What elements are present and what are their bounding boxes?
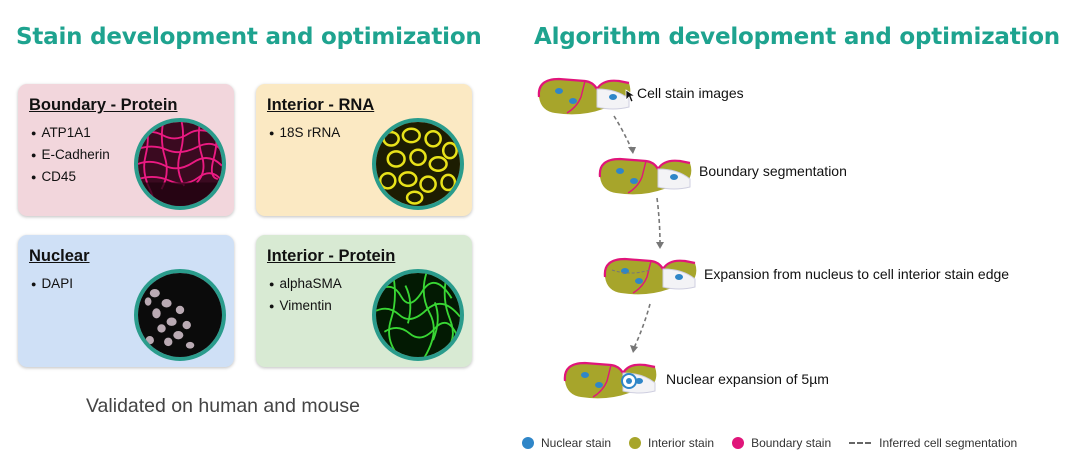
card-boundary-protein: Boundary - Protein ATP1A1 E-Cadherin CD4… (18, 84, 234, 216)
stain-item: E-Cadherin (31, 144, 109, 166)
stain-item: DAPI (31, 273, 73, 295)
card-interior-rna: Interior - RNA 18S rRNA (256, 84, 472, 216)
mouse-cursor-icon (625, 89, 635, 103)
legend-label: Interior stain (648, 436, 715, 450)
card-title: Interior - RNA (267, 96, 375, 114)
step-nuclear-expansion: Nuclear expansion of 5µm (666, 371, 829, 387)
dashed-line-icon (849, 442, 872, 444)
stain-item: ATP1A1 (31, 122, 110, 144)
interior-stain-swatch-icon (629, 437, 642, 449)
expansion-graphic (603, 257, 698, 296)
stain-list: DAPI (31, 273, 73, 295)
legend: Nuclear stain Interior stain Boundary st… (522, 436, 1035, 450)
legend-item-inferred: Inferred cell segmentation (849, 436, 1017, 450)
card-nuclear: Nuclear DAPI (18, 235, 234, 367)
card-title: Boundary - Protein (29, 96, 178, 114)
step-cell-stain-images: Cell stain images (637, 85, 744, 101)
step-boundary-segmentation: Boundary segmentation (699, 163, 847, 179)
boundary-stain-swatch-icon (732, 437, 745, 449)
step-expansion-from-nucleus: Expansion from nucleus to cell interior … (704, 266, 1010, 282)
stain-list: ATP1A1 E-Cadherin CD45 (31, 122, 110, 188)
card-title: Interior - Protein (267, 247, 396, 265)
nuclear-expansion-graphic (563, 361, 658, 400)
legend-label: Nuclear stain (541, 436, 612, 450)
nuclear-stain-swatch-icon (522, 437, 534, 449)
boundary-segmentation-graphic (598, 157, 693, 196)
stain-item: 18S rRNA (269, 122, 340, 144)
legend-label: Inferred cell segmentation (879, 436, 1018, 450)
nuclear-micrograph-image (134, 269, 226, 361)
legend-label: Boundary stain (751, 436, 832, 450)
stain-list: 18S rRNA (269, 122, 340, 144)
legend-item-nuclear: Nuclear stain (522, 436, 611, 450)
legend-item-boundary: Boundary stain (732, 436, 831, 450)
card-interior-protein: Interior - Protein alphaSMA Vimentin (256, 235, 472, 367)
validation-note: Validated on human and mouse (86, 395, 360, 417)
cell-stain-images-graphic (537, 77, 632, 116)
algorithm-section-title: Algorithm development and optimization (534, 24, 1060, 50)
card-title: Nuclear (29, 247, 90, 265)
stain-item: Vimentin (269, 295, 342, 317)
interior-protein-micrograph-image (372, 269, 464, 361)
flow-arrows (613, 115, 661, 349)
boundary-micrograph-image (134, 118, 226, 210)
stain-item: alphaSMA (269, 273, 341, 295)
rna-micrograph-image (372, 118, 464, 210)
stain-section-title: Stain development and optimization (16, 24, 482, 50)
stain-list: alphaSMA Vimentin (269, 273, 342, 317)
stain-item: CD45 (31, 166, 110, 188)
legend-item-interior: Interior stain (629, 436, 714, 450)
